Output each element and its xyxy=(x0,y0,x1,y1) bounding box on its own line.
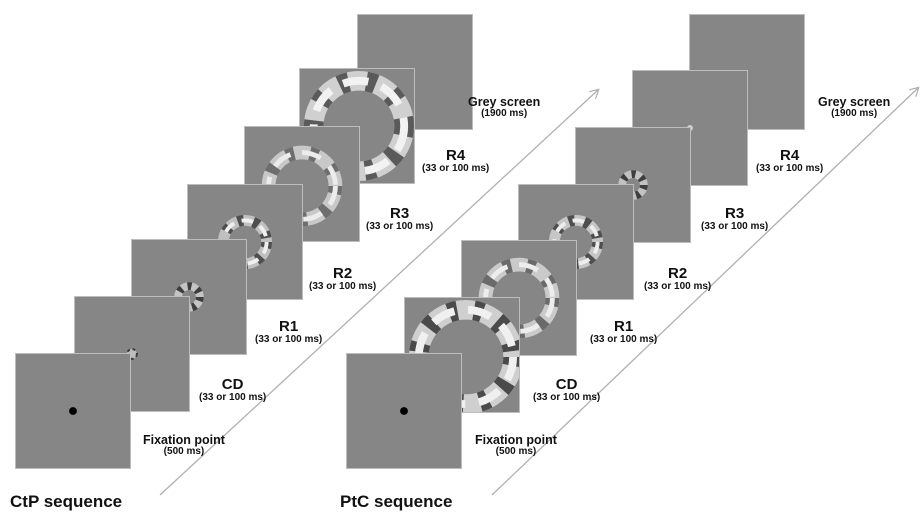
ctp-sequence-title: CtP sequence xyxy=(10,492,122,512)
ctp-r2-label: R2 (33 or 100 ms) xyxy=(309,266,376,292)
ctp-grey-screen-label: Grey screen (1900 ms) xyxy=(468,96,540,120)
ptc-r3-label: R3 (33 or 100 ms) xyxy=(701,206,768,232)
ptc-grey-screen-label: Grey screen (1900 ms) xyxy=(818,96,890,120)
ctp-r4-label: R4 (33 or 100 ms) xyxy=(422,148,489,174)
fixation-dot xyxy=(69,407,77,415)
ptc-cd-label: CD (33 or 100 ms) xyxy=(533,377,600,403)
ctp-fixation-label: Fixation point (500 ms) xyxy=(143,434,225,458)
ctp-fixation-panel xyxy=(15,353,131,469)
ptc-fixation-dot-layer xyxy=(347,354,461,468)
ptc-sequence-title: PtC sequence xyxy=(340,492,452,512)
ptc-r4-label: R4 (33 or 100 ms) xyxy=(756,148,823,174)
ctp-fixation-dot-layer xyxy=(16,354,130,468)
fixation-dot xyxy=(400,407,408,415)
ctp-r1-label: R1 (33 or 100 ms) xyxy=(255,319,322,345)
ctp-cd-label: CD (33 or 100 ms) xyxy=(199,377,266,403)
ptc-fixation-panel xyxy=(346,353,462,469)
ptc-r2-label: R2 (33 or 100 ms) xyxy=(644,266,711,292)
ptc-fixation-label: Fixation point (500 ms) xyxy=(475,434,557,458)
ptc-r1-label: R1 (33 or 100 ms) xyxy=(590,319,657,345)
ctp-r3-label: R3 (33 or 100 ms) xyxy=(366,206,433,232)
